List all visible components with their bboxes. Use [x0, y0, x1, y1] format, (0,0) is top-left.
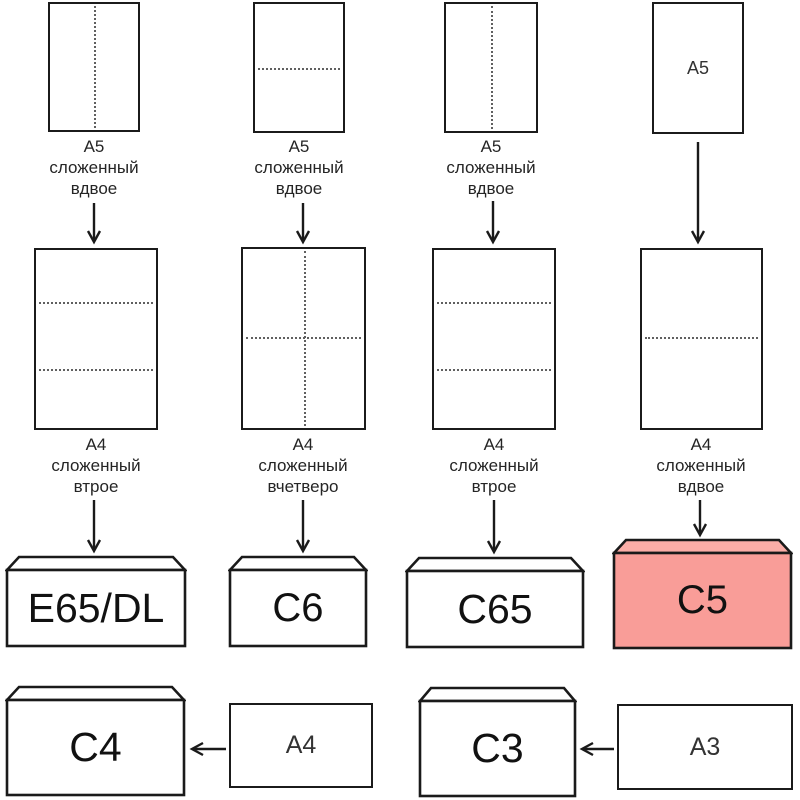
caption-line: вдвое [467, 179, 515, 198]
fold-line-vertical [491, 6, 493, 129]
sheet-label: A5 [686, 57, 710, 78]
sheet-a5-vertical-fold-3 [444, 2, 538, 133]
arrow-left-icon [579, 741, 614, 757]
envelope-flap [5, 685, 186, 702]
arrow-down-icon [485, 201, 501, 245]
sheet-a4-three-fold-3 [432, 248, 556, 430]
sheet-a5-vertical-fold-1 [48, 2, 140, 132]
envelope-c4: C4 [5, 685, 186, 797]
caption-line: сложенный [49, 158, 139, 177]
caption-line: A4 [292, 435, 314, 454]
envelope-body [5, 698, 186, 797]
caption-line: A4 [483, 435, 505, 454]
arrow-left-icon [189, 741, 226, 757]
sheet-a5-plain-4: A5 [652, 2, 744, 134]
envelope-c6: C6 [228, 555, 368, 648]
caption-a5-folded-in-half-3: A5 сложенный вдвое [401, 136, 581, 199]
caption-a4-folded-in-three-1: A4 сложенный втрое [6, 434, 186, 497]
envelope-flap [612, 538, 793, 555]
sheet-a3-source-right: A3 [617, 704, 793, 790]
arrow-down-icon [690, 142, 706, 245]
caption-line: сложенный [656, 456, 746, 475]
caption-line: сложенный [446, 158, 536, 177]
envelope-label: C6 [272, 585, 324, 630]
sheet-a4-quarter-fold-2 [241, 247, 366, 430]
caption-line: вдвое [677, 477, 725, 496]
arrow-down-icon [692, 500, 708, 538]
envelope-label: C65 [457, 585, 533, 632]
caption-a4-folded-in-three-3: A4 сложенный втрое [404, 434, 584, 497]
caption-a4-folded-in-four-2: A4 сложенный вчетверо [213, 434, 393, 497]
fold-line-vertical [303, 251, 306, 426]
envelope-shape [228, 555, 368, 648]
envelope-label: C4 [69, 724, 122, 770]
sheet-label: A3 [689, 732, 721, 761]
fold-line-horizontal [437, 369, 551, 372]
envelope-shape [405, 556, 585, 649]
envelope-body [405, 569, 585, 649]
fold-line-horizontal [258, 67, 340, 70]
envelope-shape [418, 686, 577, 798]
envelope-e65dl: E65/DL [5, 555, 187, 648]
arrow-down-icon [486, 500, 502, 555]
caption-line: сложенный [449, 456, 539, 475]
arrow-down-icon [295, 203, 311, 245]
caption-a5-folded-in-half-2: A5 сложенный вдвое [209, 136, 389, 199]
caption-line: втрое [73, 477, 119, 496]
caption-line: сложенный [51, 456, 141, 475]
fold-line-horizontal [437, 301, 551, 304]
caption-line: A5 [288, 137, 310, 156]
envelope-c65: C65 [405, 556, 585, 649]
envelope-c3: C3 [418, 686, 577, 798]
envelope-body [228, 568, 368, 648]
fold-line-horizontal [39, 369, 153, 372]
arrow-down-icon [295, 500, 311, 554]
caption-line: A4 [85, 435, 107, 454]
arrow-down-icon [86, 500, 102, 554]
sheet-a5-horizontal-fold-2 [253, 2, 345, 133]
arrow-down-icon [86, 203, 102, 245]
caption-line: сложенный [258, 456, 348, 475]
sheet-a4-three-fold-1 [34, 248, 158, 430]
envelope-shape [612, 538, 793, 650]
fold-line-horizontal [645, 337, 758, 340]
envelope-label: E65/DL [27, 584, 165, 631]
envelope-body [612, 551, 793, 650]
envelope-body [5, 568, 187, 648]
caption-a5-folded-in-half-1: A5 сложенный вдвое [4, 136, 184, 199]
sheet-label: A4 [285, 731, 317, 759]
envelope-shape [5, 555, 187, 648]
envelope-body [418, 699, 577, 798]
envelope-label: C5 [676, 578, 729, 622]
fold-line-horizontal [39, 301, 153, 304]
caption-line: вдвое [275, 179, 323, 198]
envelope-shape [5, 685, 186, 797]
sheet-a4-source-left: A4 [229, 703, 373, 788]
caption-a4-folded-in-half-4: A4 сложенный вдвое [611, 434, 791, 497]
envelope-flap [5, 555, 187, 572]
sheet-a4-half-fold-4 [640, 248, 763, 430]
envelope-flap [228, 555, 368, 572]
caption-line: A5 [480, 137, 502, 156]
envelope-flap [418, 686, 577, 703]
envelope-c5-highlighted: C5 [612, 538, 793, 650]
envelope-flap [405, 556, 585, 573]
caption-line: сложенный [254, 158, 344, 177]
caption-line: A5 [83, 137, 105, 156]
fold-line-vertical [94, 6, 96, 128]
caption-line: вдвое [70, 179, 118, 198]
caption-line: втрое [471, 477, 517, 496]
envelope-label: C3 [471, 725, 524, 771]
caption-line: вчетверо [267, 477, 339, 496]
caption-line: A4 [690, 435, 712, 454]
